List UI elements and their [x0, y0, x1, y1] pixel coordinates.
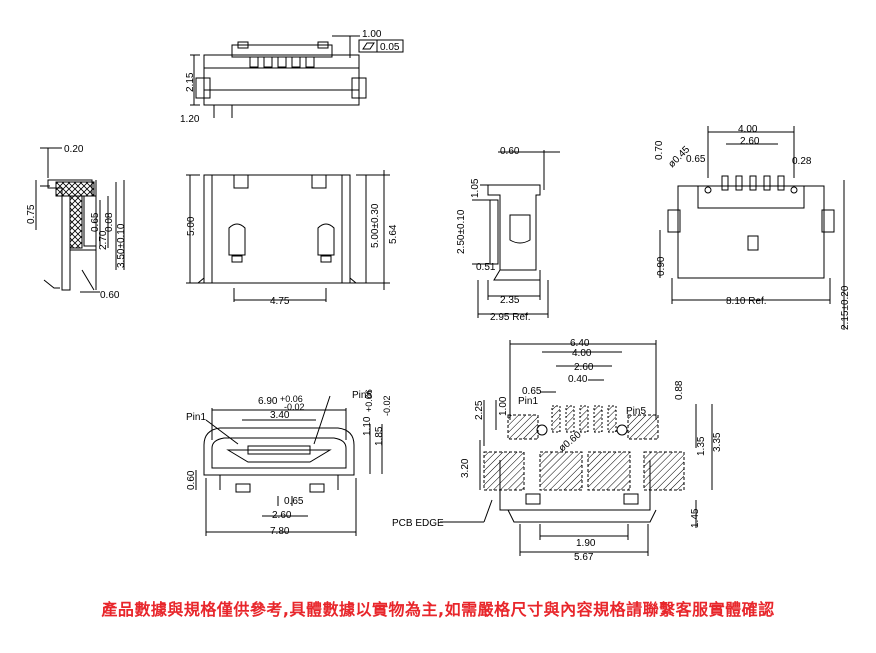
rear-dim-5: 0.65	[686, 154, 706, 165]
left-dim-2: 0.75	[26, 204, 37, 224]
pcb-dim-5: 0.65	[522, 386, 542, 397]
pcb-dim-8: 0.88	[674, 380, 685, 400]
side-dim-2: 1.05	[470, 178, 481, 198]
left-dim-6: 3.50±0.10	[116, 223, 127, 268]
top-dim-tol: 0.05	[380, 42, 400, 53]
rear-dim-1: 4.00	[738, 124, 758, 135]
mating-dim-tol-up: +0.06	[280, 394, 303, 404]
rear-dim-9: 2.15±0.20	[840, 285, 851, 330]
pcb-dim-2: 4.00	[572, 348, 592, 359]
mating-dim-9: 2.60	[272, 510, 292, 521]
pcb-edge-label: PCB EDGE	[392, 518, 444, 529]
pcb-dim-11: 1.35	[696, 436, 707, 456]
front-view	[186, 170, 390, 302]
left-dim-3: 0.65	[90, 212, 101, 232]
front-dim-h2: 5.00±0.30	[370, 203, 381, 248]
side-dim-1: 0.60	[500, 146, 520, 157]
mating-dim-2: 3.40	[270, 410, 290, 421]
left-dim-4: 0.08	[104, 212, 115, 232]
pcb-dim-14: 1.90	[576, 538, 596, 549]
front-dim-w: 4.75	[270, 296, 290, 307]
side-dim-4: 0.51	[476, 262, 496, 273]
pcb-dim-13: 1.45	[690, 508, 701, 528]
rear-dim-6: 0.28	[792, 156, 812, 167]
pcb-dim-12: 3.20	[460, 458, 471, 478]
pcb-pin1: Pin1	[518, 396, 538, 407]
top-dim-w: 1.20	[180, 114, 200, 125]
top-dim-h: 2.15	[185, 72, 196, 92]
rear-dim-2: 2.60	[740, 136, 760, 147]
front-dim-h: 5.00	[186, 216, 197, 236]
footer-note: 產品數據與規格僅供參考,具體數據以實物為主,如需嚴格尺寸與內容規格請聯繫客服實體…	[101, 600, 775, 619]
pcb-layout	[440, 340, 713, 556]
top-dim-1: 1.00	[362, 29, 382, 40]
mating-view	[195, 395, 383, 536]
side-view	[472, 150, 560, 318]
pcb-dim-7: 2.25	[474, 400, 485, 420]
mating-dim-3: 1.10	[362, 416, 373, 436]
mating-dim-1: 6.90	[258, 396, 278, 407]
side-dim-6: 2.95 Ref.	[490, 312, 531, 323]
top-view	[190, 35, 404, 118]
pcb-dim-6: 1.00	[498, 396, 509, 416]
mating-dim-5: +0.06	[364, 389, 374, 412]
pcb-dim-1: 6.40	[570, 338, 590, 349]
front-dim-h3: 5.64	[388, 224, 399, 244]
left-dim-5: 2.70	[98, 230, 109, 250]
rear-dim-7: 0.90	[656, 256, 667, 276]
left-dim-7: 0.60	[100, 290, 120, 301]
pcb-dim-3: 2.60	[574, 362, 594, 373]
pcb-dim-10: 3.35	[712, 432, 723, 452]
left-dim-1: 0.20	[64, 144, 84, 155]
pcb-dim-9: ø0.60	[557, 429, 584, 454]
rear-dim-3: 0.70	[654, 140, 665, 160]
left-side-view	[35, 147, 125, 293]
mating-dim-8: 0.65	[284, 496, 304, 507]
pcb-pin5: Pin5	[626, 406, 646, 417]
mating-dim-4: 1.85	[374, 426, 385, 446]
pin1-label: Pin1	[186, 412, 206, 423]
rear-dim-8: 8.10 Ref.	[726, 296, 767, 307]
rear-view	[659, 126, 845, 330]
side-dim-5: 2.35	[500, 295, 520, 306]
pin5-label: Pin5	[352, 390, 372, 401]
side-dim-3: 2.50±0.10	[456, 209, 467, 254]
pcb-dim-4: 0.40	[568, 374, 588, 385]
mating-dim-10: 7.80	[270, 526, 290, 537]
pcb-dim-15: 5.67	[574, 552, 594, 563]
mating-dim-tol-dn: -0.02	[284, 402, 305, 412]
mating-dim-6: -0.02	[382, 395, 392, 416]
mating-dim-7: 0.60	[186, 470, 197, 490]
